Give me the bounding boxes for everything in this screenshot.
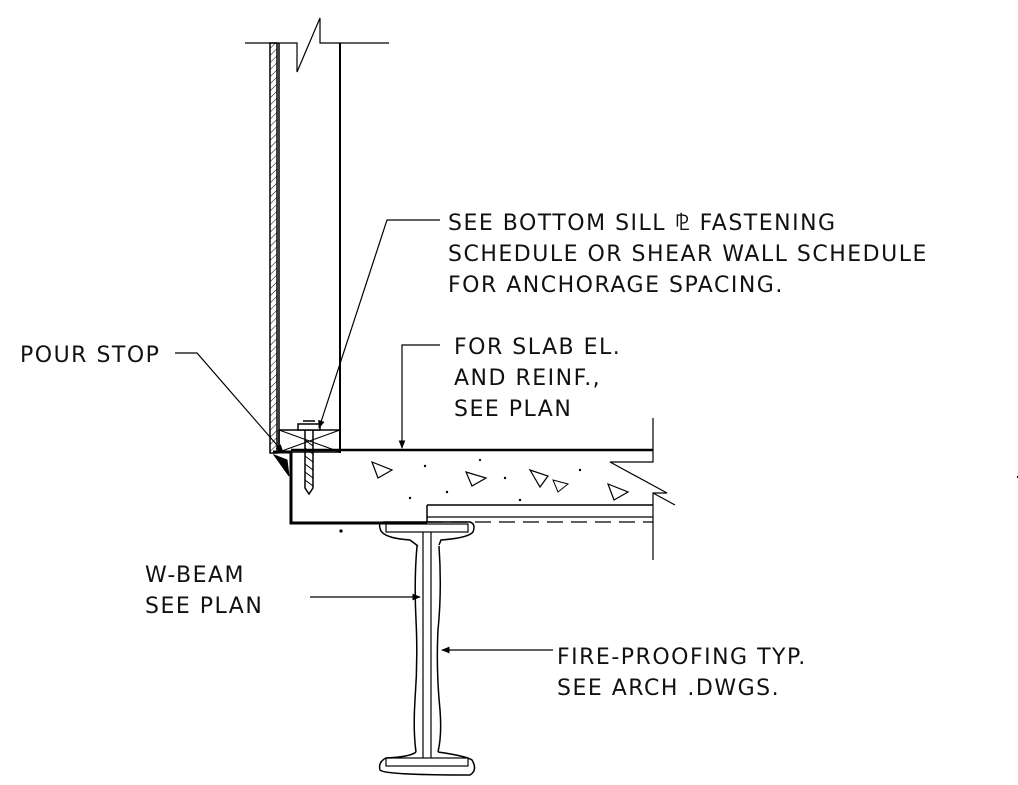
stud-wall [245,17,389,454]
slab-note: FOR SLAB EL. AND REINF., SEE PLAN [454,335,630,422]
beam-note-line: SEE PLAN [145,594,263,619]
anchor-screw [297,420,321,496]
slab-note-line: AND REINF., [454,366,601,391]
bottom-sill-plate [278,429,341,453]
pour-stop-leader [175,352,284,453]
anchorage-note-line: SCHEDULE OR SHEAR WALL SCHEDULE [448,242,928,267]
anchorage-note-line: FOR ANCHORAGE SPACING. [448,273,784,298]
beam-note: W-BEAM SEE PLAN [145,563,263,619]
beam-note-line: W-BEAM [145,563,245,588]
pour-stop-plate [273,450,427,525]
slab-break-line [609,418,668,560]
slab-note-line: SEE PLAN [454,397,572,422]
anchorage-note-line: SEE BOTTOM SILL ⅊ FASTENING [448,211,837,236]
anchorage-leader [318,219,440,429]
wall-break-line [245,17,389,73]
slab-leader [398,344,440,449]
concrete-slab [272,418,1018,560]
fireproofing-note: FIRE-PROOFING TYP. SEE ARCH .DWGS. [557,645,815,701]
pour-stop-note: POUR STOP [20,343,160,368]
fireproofing-note-line: FIRE-PROOFING TYP. [557,645,807,670]
fireproofing-note-line: SEE ARCH .DWGS. [557,676,780,701]
leader-lines [175,219,553,654]
pour-stop-note-line: POUR STOP [20,343,160,368]
slab-note-line: FOR SLAB EL. [454,335,621,360]
anchorage-note: SEE BOTTOM SILL ⅊ FASTENING SCHEDULE OR … [448,211,936,298]
steel-w-beam [378,521,476,776]
wall-sheathing [269,42,278,454]
